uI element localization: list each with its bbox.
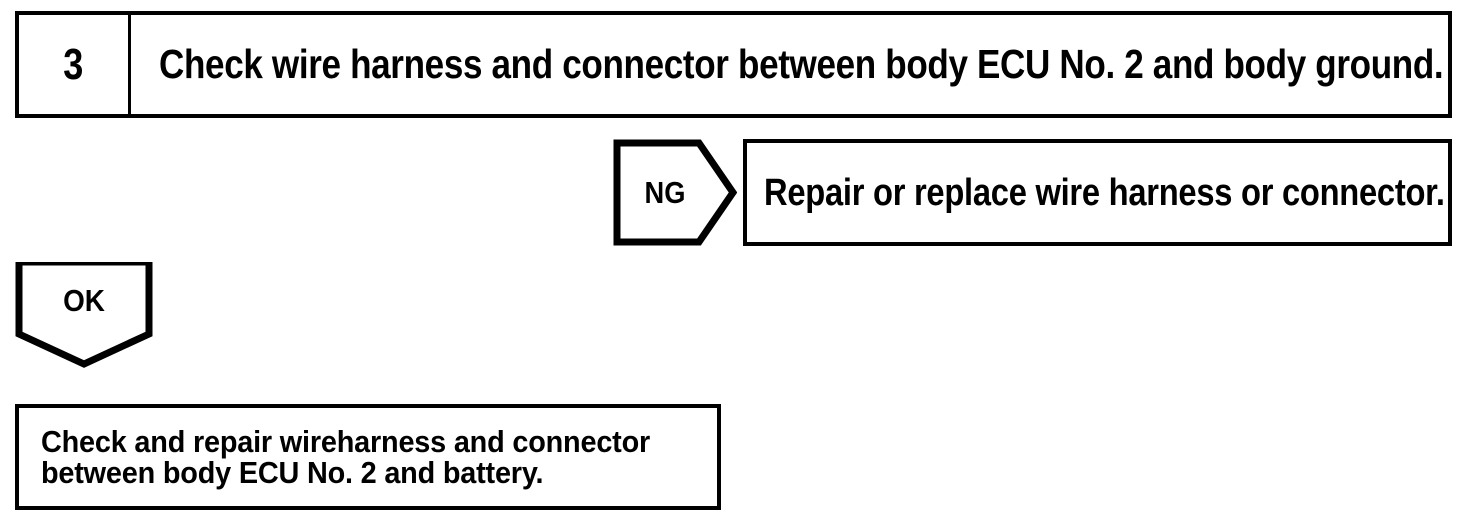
step-instruction-cell: Check wire harness and connector between… [131,15,1448,114]
ng-result-text: Repair or replace wire harness or connec… [764,171,1445,214]
ok-pentagon-icon [15,262,153,368]
ng-result-box[interactable]: Repair or replace wire harness or connec… [743,139,1452,246]
step-number-cell: 3 [19,15,131,114]
step-instruction-text: Check wire harness and connector between… [159,41,1444,87]
ok-result-line-2: between body ECU No. 2 and battery. [41,455,544,490]
ok-branch-marker: OK [15,262,153,368]
step-condition-box[interactable]: 3 Check wire harness and connector betwe… [15,11,1452,118]
ng-branch-marker: NG [613,139,737,246]
ok-branch-label: OK [63,282,105,318]
ng-pentagon-icon [613,139,737,246]
ok-result-box[interactable]: Check and repair wireharness and connect… [15,404,721,510]
ok-result-line-1: Check and repair wireharness and connect… [41,424,651,459]
step-number-label: 3 [63,39,84,89]
ng-branch-label: NG [644,175,686,210]
